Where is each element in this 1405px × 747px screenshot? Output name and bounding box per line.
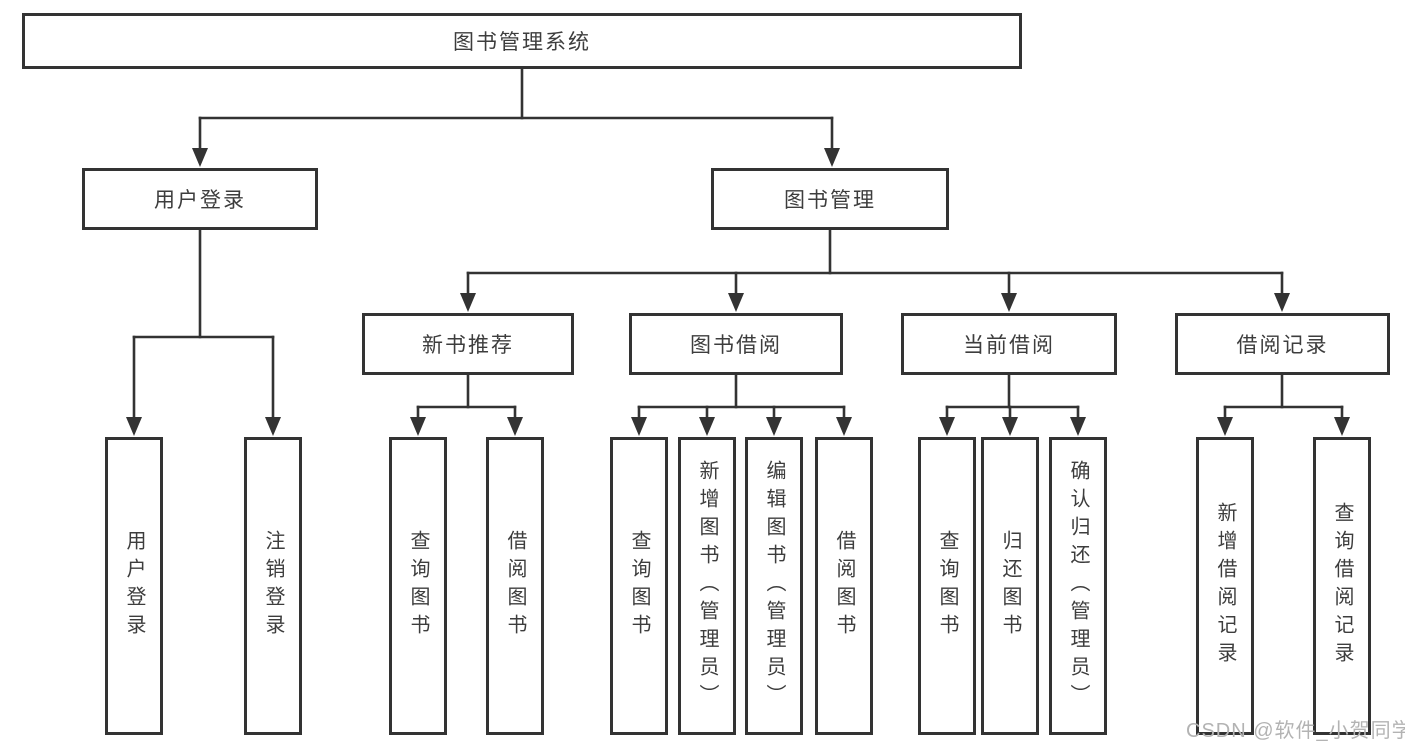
leaf-query-books: 查询图书: [389, 437, 447, 735]
leaf-label: 新增图书（管理员）: [696, 460, 718, 712]
leaf-label: 确认归还（管理员）: [1067, 460, 1089, 712]
node-borrow-record: 借阅记录: [1175, 313, 1390, 375]
leaf-edit-books-admin: 编辑图书（管理员）: [745, 437, 803, 735]
leaf-label: 新增借阅记录: [1214, 502, 1236, 670]
node-label: 借阅记录: [1236, 334, 1329, 357]
leaf-label: 查询图书: [628, 530, 650, 642]
leaf-borrow-books: 借阅图书: [486, 437, 544, 735]
leaf-confirm-return-admin: 确认归还（管理员）: [1049, 437, 1107, 735]
node-label: 当前借阅: [963, 334, 1055, 357]
leaf-borrow-books: 借阅图书: [815, 437, 873, 735]
leaf-label: 归还图书: [999, 530, 1021, 642]
leaf-label: 用户登录: [123, 530, 145, 642]
node-user-login: 用户登录: [82, 168, 318, 230]
node-label: 用户登录: [154, 189, 246, 212]
leaf-label: 查询图书: [936, 530, 958, 642]
node-new-book-recommend: 新书推荐: [362, 313, 574, 375]
leaf-add-books-admin: 新增图书（管理员）: [678, 437, 736, 735]
node-book-management: 图书管理: [711, 168, 949, 230]
leaf-query-books: 查询图书: [610, 437, 668, 735]
leaf-label: 借阅图书: [833, 530, 855, 642]
leaf-query-books: 查询图书: [918, 437, 976, 735]
leaf-return-books: 归还图书: [981, 437, 1039, 735]
node-label: 图书管理系统: [453, 31, 591, 54]
node-book-borrow: 图书借阅: [629, 313, 843, 375]
node-label: 图书管理: [784, 189, 876, 212]
node-label: 图书借阅: [690, 334, 782, 357]
leaf-label: 编辑图书（管理员）: [763, 460, 785, 712]
leaf-query-borrow-record: 查询借阅记录: [1313, 437, 1371, 735]
node-current-borrow: 当前借阅: [901, 313, 1117, 375]
node-system-root: 图书管理系统: [22, 13, 1022, 69]
node-label: 新书推荐: [422, 334, 514, 357]
csdn-watermark: CSDN @软件_小贺同学: [1186, 720, 1405, 742]
leaf-label: 查询借阅记录: [1331, 502, 1353, 670]
leaf-label: 查询图书: [407, 530, 429, 642]
leaf-logout: 注销登录: [244, 437, 302, 735]
leaf-label: 借阅图书: [504, 530, 526, 642]
leaf-user-login: 用户登录: [105, 437, 163, 735]
leaf-label: 注销登录: [262, 530, 284, 642]
leaf-add-borrow-record: 新增借阅记录: [1196, 437, 1254, 735]
